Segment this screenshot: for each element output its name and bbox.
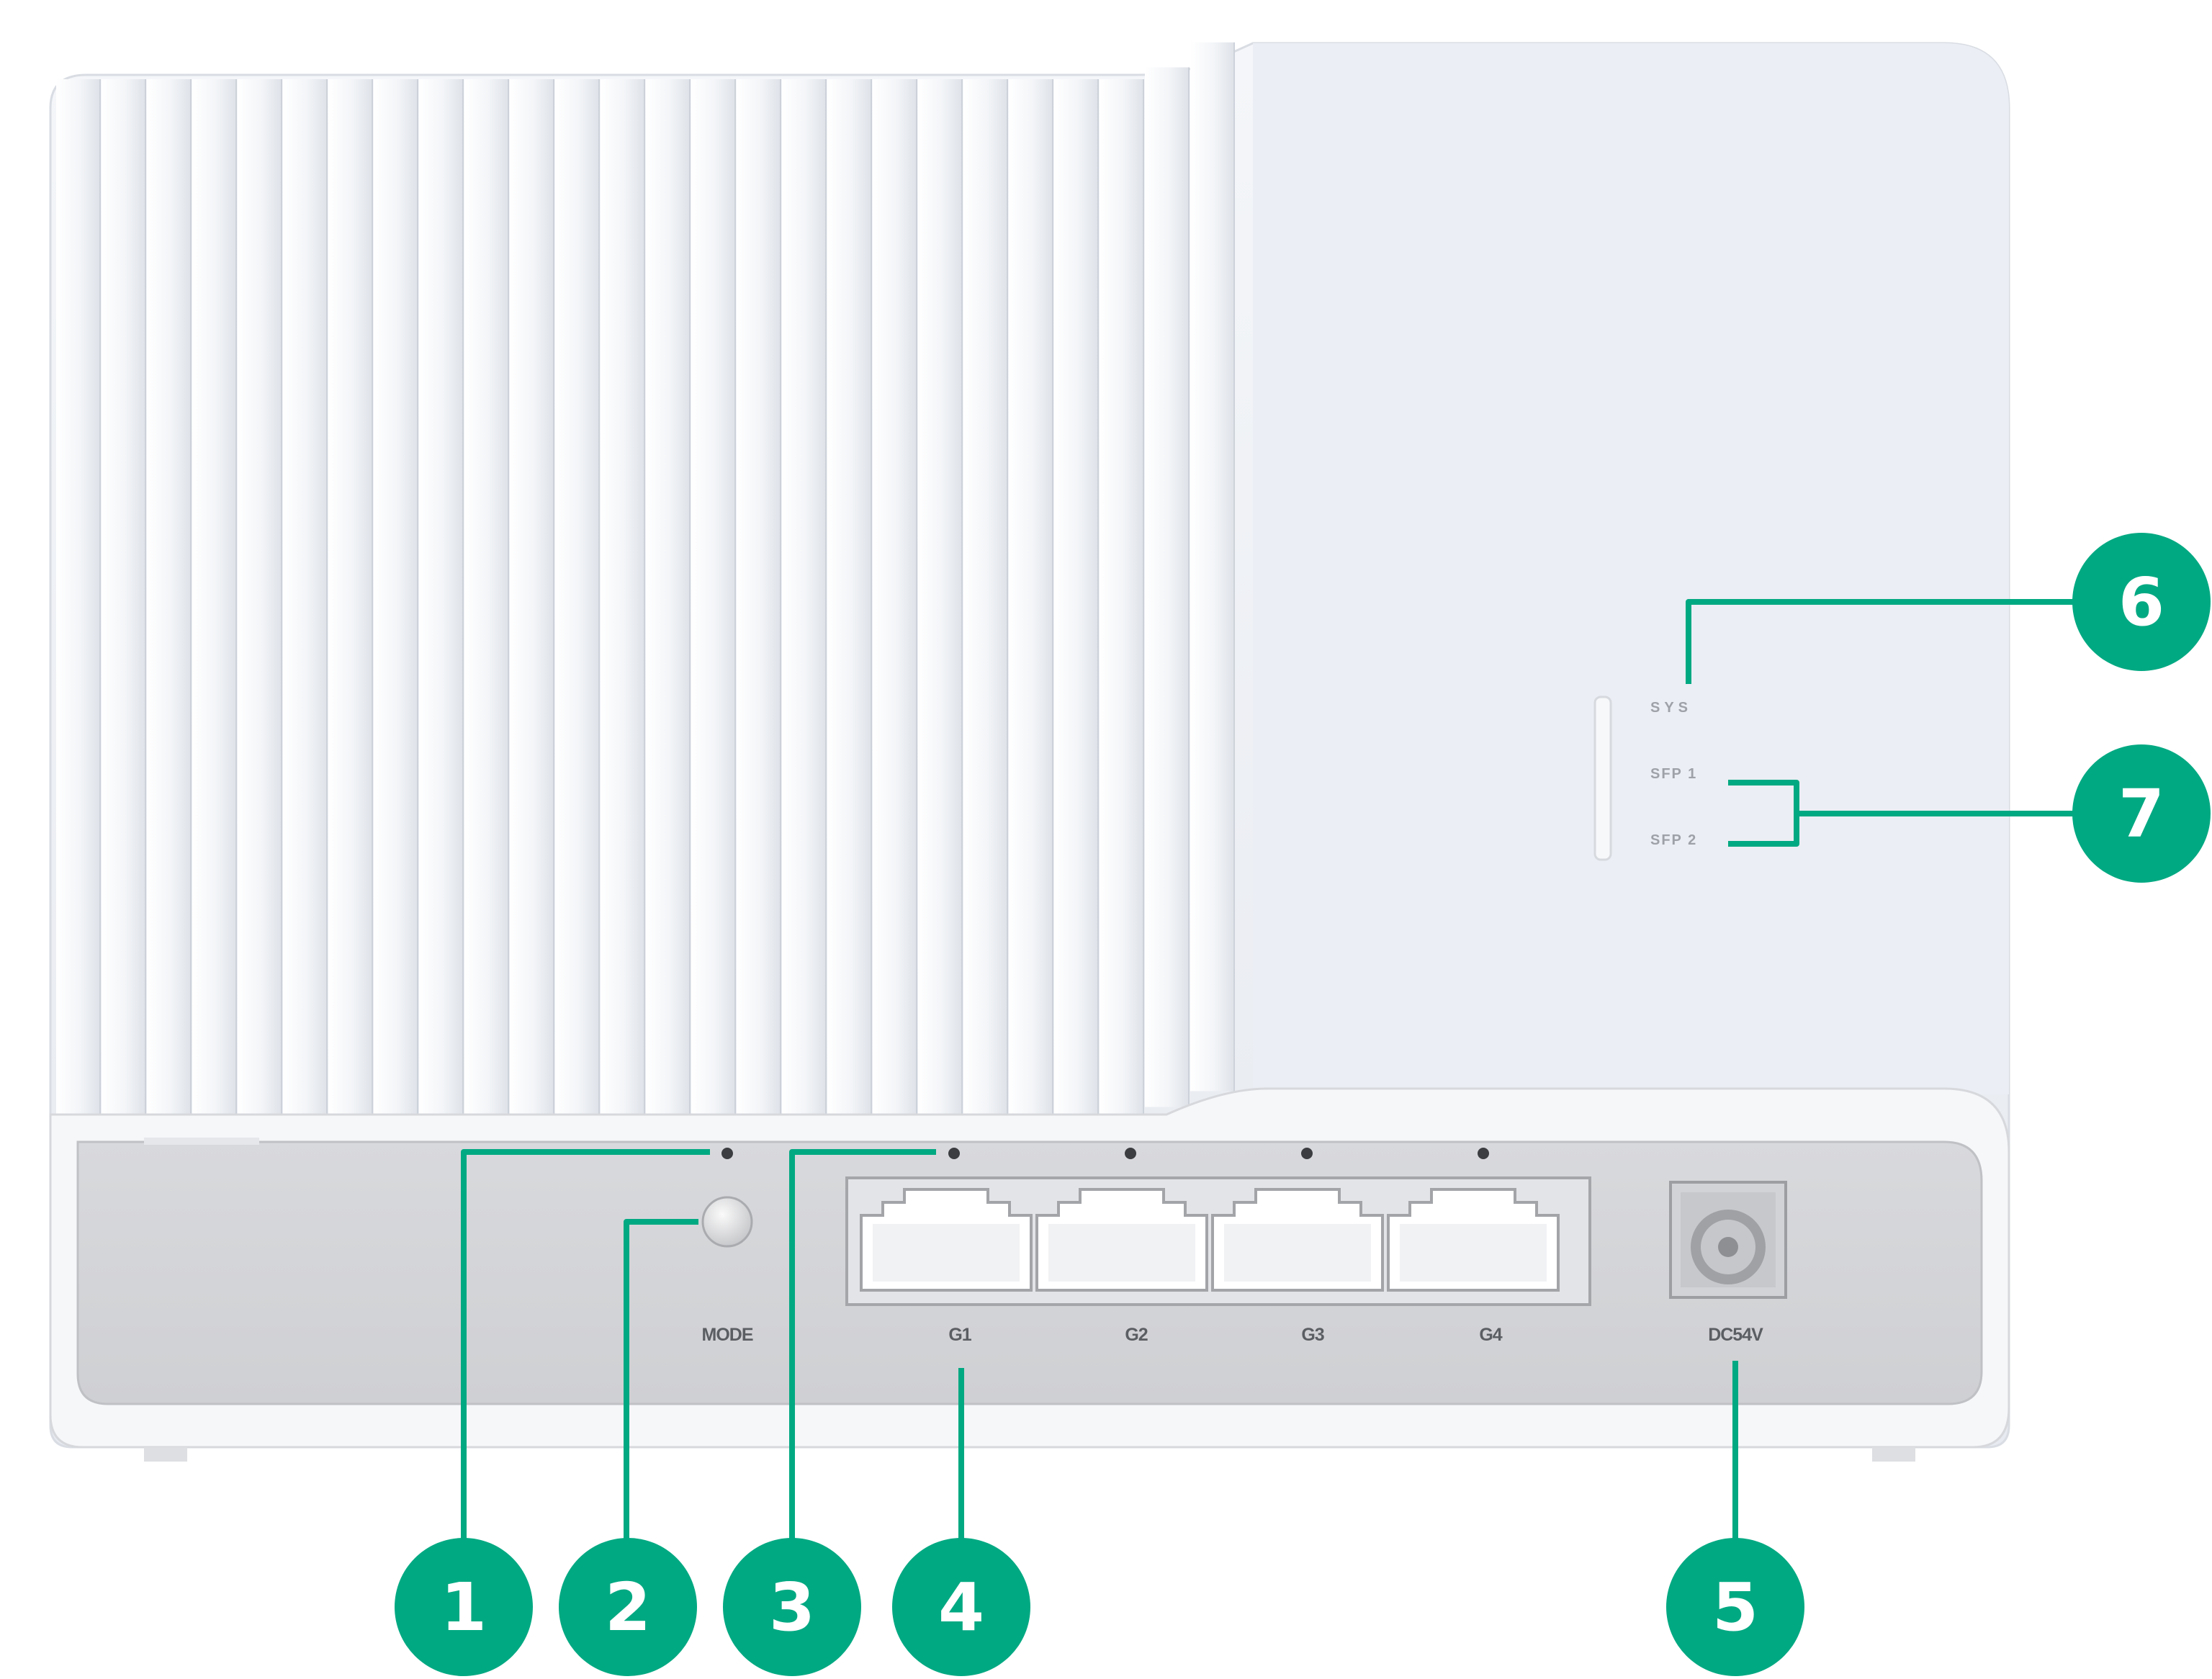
rib [283, 79, 326, 1115]
rib [555, 79, 598, 1115]
rib [464, 79, 508, 1115]
led-indicator-icon [1593, 696, 1612, 861]
rib [827, 79, 871, 1115]
rib [328, 79, 372, 1115]
rib [1009, 79, 1052, 1115]
rib [1145, 67, 1188, 1107]
rib [147, 79, 190, 1115]
callout-7: 7 [2072, 744, 2211, 883]
g1-label: G1 [948, 1325, 971, 1345]
rj45-port-icon [860, 1188, 1033, 1292]
rj45-port-icon [1211, 1188, 1384, 1292]
dc-label: DC54V [1708, 1325, 1763, 1345]
rib [374, 79, 417, 1115]
rib [419, 79, 462, 1115]
g3-label: G3 [1301, 1325, 1324, 1345]
rib [510, 79, 553, 1115]
rib [601, 79, 644, 1115]
rib [737, 79, 780, 1115]
g4-label: G4 [1479, 1325, 1502, 1345]
callout-1: 1 [395, 1538, 533, 1676]
sys-led-label: SYS [1650, 700, 1693, 716]
rib [646, 79, 689, 1115]
rib [963, 79, 1007, 1115]
rib [691, 79, 734, 1115]
callout-4: 4 [892, 1538, 1030, 1676]
callout-5: 5 [1666, 1538, 1804, 1676]
sfp2-led-label: SFP 2 [1650, 832, 1698, 848]
rj45-port-icon [1035, 1188, 1208, 1292]
callout-6: 6 [2072, 533, 2211, 671]
rib [56, 79, 99, 1115]
mode-button-graphic [701, 1196, 753, 1248]
rib [102, 79, 145, 1115]
rib [1054, 79, 1097, 1115]
rib [1190, 42, 1233, 1091]
callout-2: 2 [559, 1538, 697, 1676]
rj45-port-block [845, 1176, 1591, 1306]
rib [782, 79, 825, 1115]
rib [873, 79, 916, 1115]
callout-leader-lines [461, 599, 2074, 1555]
rib [918, 79, 961, 1115]
callout-3: 3 [723, 1538, 861, 1676]
port-led-dots [721, 1148, 1489, 1159]
g2-label: G2 [1125, 1325, 1148, 1345]
rj45-port-icon [1387, 1188, 1560, 1292]
sfp1-led-label: SFP 1 [1650, 766, 1698, 782]
dc-power-jack-icon [1669, 1181, 1787, 1299]
rib [238, 79, 281, 1115]
rib [192, 79, 235, 1115]
ribbed-surface [56, 42, 1235, 1115]
rib [1100, 79, 1143, 1115]
mode-label: MODE [701, 1325, 754, 1345]
